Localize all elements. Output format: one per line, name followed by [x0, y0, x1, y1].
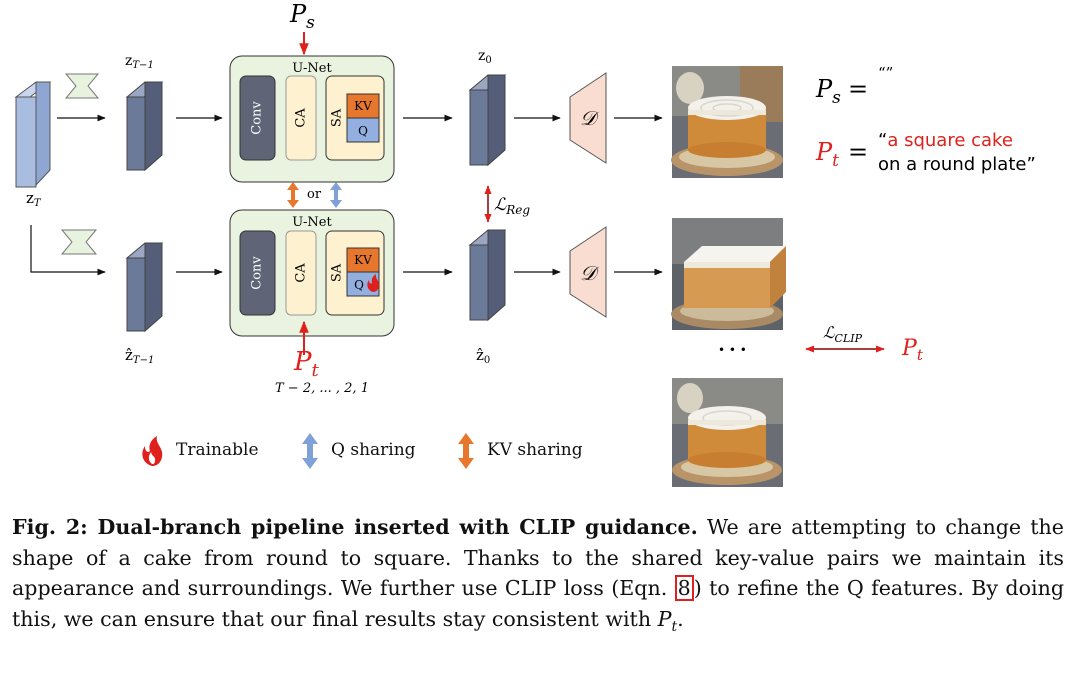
fire-icon [142, 436, 163, 466]
svg-text:𝒟: 𝒟 [580, 261, 600, 285]
caption-text-2: ) to refine the Q features. By doing thi… [12, 576, 1065, 631]
svg-text:on a round plate”: on a round plate” [878, 154, 1036, 175]
svg-text:KV: KV [354, 253, 372, 267]
svg-text:Q: Q [354, 278, 364, 292]
fire-icon-small [367, 274, 380, 292]
pt-right-label: Pt [901, 336, 924, 364]
zT-label: zT [26, 189, 42, 209]
timesteps-label: T − 2, ... , 2, 1 [275, 381, 369, 396]
equation-ref-link[interactable]: 8 [674, 575, 694, 601]
latent-zhat0 [468, 229, 507, 322]
or-label: or [307, 187, 322, 202]
unet-top-ca [285, 75, 317, 161]
ps-top-label: Ps [289, 0, 315, 33]
legend-kv-sharing-label: KV sharing [487, 440, 583, 460]
svg-text:CA: CA [294, 263, 309, 283]
ellipsis: • • • [718, 343, 747, 357]
svg-text:Conv: Conv [250, 101, 265, 135]
latent-zhatT-1 [125, 242, 164, 333]
latent-z0 [468, 74, 507, 167]
encoder-icon-top [64, 73, 100, 99]
latent-zT [14, 81, 52, 188]
caption-text: We are attempting to change the shape of… [12, 515, 1064, 600]
image-result-cake [672, 378, 783, 487]
svg-text:SA: SA [330, 263, 345, 282]
arrow-zT-bottom [30, 225, 106, 276]
svg-text:Q: Q [358, 124, 368, 138]
svg-text:=: = [848, 75, 868, 103]
unet-bottom-kv [346, 247, 380, 273]
figure-caption: Fig. 2: Dual-branch pipeline inserted wi… [12, 515, 1065, 635]
svg-text:=: = [848, 138, 868, 166]
pt-bottom-label: Pt [293, 347, 320, 381]
unet-bottom-title: U-Net [292, 215, 332, 230]
caption-pt-var: Pt [657, 606, 678, 635]
lreg-label: ℒReg [494, 195, 530, 217]
kv-sharing-arrow [287, 182, 299, 208]
lclip-label: ℒCLIP [823, 323, 863, 345]
legend-trainable-label: Trainable [176, 440, 259, 460]
unet-top: U-Net Conv CA SA KV Q [229, 55, 395, 183]
ps-equation: Ps = “” [815, 64, 893, 108]
unet-bottom-ca [285, 230, 317, 316]
svg-text:SA: SA [330, 108, 345, 127]
decoder-bottom: 𝒟 [569, 226, 607, 318]
unet-bottom-conv [239, 230, 276, 316]
kv-sharing-legend-icon [458, 433, 474, 469]
zhatT-1-label: ẑT−1 [125, 346, 154, 366]
zhat0-label: ẑ0 [476, 346, 490, 366]
svg-text:KV: KV [354, 99, 372, 113]
encoder-icon-bottom [60, 229, 98, 255]
q-sharing-arrow [330, 182, 342, 208]
svg-text:“”: “” [878, 64, 893, 82]
caption-label: Fig. 2: Dual-branch pipeline inserted wi… [12, 515, 698, 539]
unet-top-title: U-Net [292, 61, 332, 76]
unet-top-kv [346, 93, 380, 119]
pt-equation: Pt = “a square cake on a round plate” [815, 130, 1036, 175]
legend-q-sharing-label: Q sharing [331, 440, 416, 460]
latent-zT-1 [125, 81, 164, 172]
pipeline-diagram: zT zT−1 ẑT−1 Ps U-Net Conv CA SA KV [14, 0, 1036, 487]
svg-text:𝒟: 𝒟 [580, 106, 600, 130]
image-round-cake [671, 66, 783, 178]
q-sharing-legend-icon [302, 433, 318, 469]
svg-text:Conv: Conv [250, 256, 265, 290]
unet-bottom: U-Net Conv CA SA KV Q [229, 209, 395, 337]
svg-text:Pt: Pt [815, 138, 839, 171]
image-square-cake [671, 218, 786, 330]
zT-1-label: zT−1 [125, 53, 154, 71]
unet-top-q [346, 117, 380, 143]
svg-text:CA: CA [294, 108, 309, 128]
unet-top-conv [239, 75, 276, 161]
z0-label: z0 [478, 48, 492, 66]
svg-text:“a square cake: “a square cake [878, 130, 1013, 151]
svg-text:Ps: Ps [815, 75, 841, 108]
decoder-top: 𝒟 [569, 72, 607, 164]
